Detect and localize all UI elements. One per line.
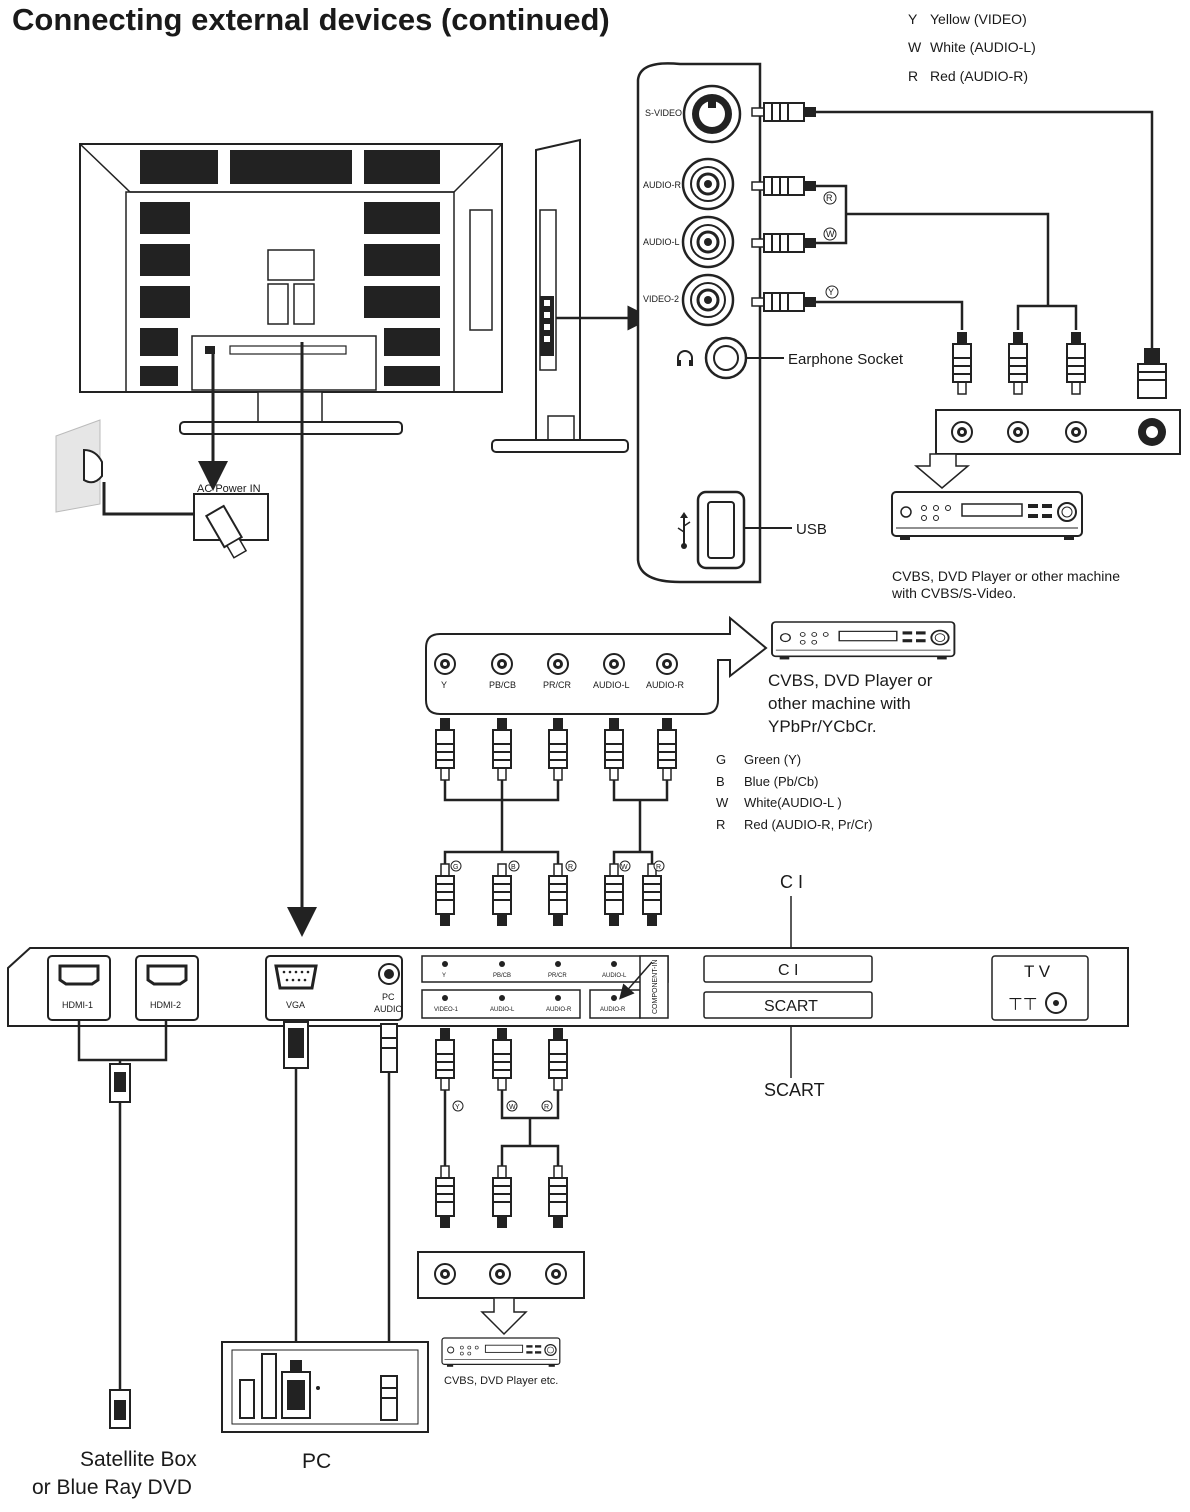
bottom-device-label: CVBS, DVD Player etc. xyxy=(444,1375,558,1387)
svg-text:AUDIO-R: AUDIO-R xyxy=(600,1007,626,1013)
svg-text:G: G xyxy=(716,752,726,767)
svg-text:White(AUDIO-L ): White(AUDIO-L ) xyxy=(744,795,842,810)
svg-text:Y: Y xyxy=(442,973,446,979)
legend-code: Y xyxy=(908,11,918,27)
tv-label: T V xyxy=(1024,962,1051,981)
svg-text:Red (AUDIO-R, Pr/Cr): Red (AUDIO-R, Pr/Cr) xyxy=(744,817,873,832)
svg-text:R: R xyxy=(568,864,573,871)
pc-audio-jack xyxy=(378,963,400,985)
svg-text:G: G xyxy=(453,864,458,871)
pc-label: PC xyxy=(302,1450,331,1473)
svg-text:B: B xyxy=(716,774,725,789)
svg-text:AUDIO-R: AUDIO-R xyxy=(546,1007,572,1013)
page-title: Connecting external devices (continued) xyxy=(12,2,610,37)
tv-side-illustration xyxy=(491,138,629,453)
audio-r-label: AUDIO-R xyxy=(643,180,682,190)
legend-code: W xyxy=(908,39,922,55)
ypbpr-jack-label: PR/CR xyxy=(543,680,572,690)
antenna-socket-icon xyxy=(1045,992,1067,1014)
ci-slot-label: C I xyxy=(778,962,798,979)
hdmi-plug xyxy=(109,1063,131,1429)
svg-text:PR/CR: PR/CR xyxy=(548,973,567,979)
legend-mid: G Green (Y) B Blue (Pb/Cb) W White(AUDIO… xyxy=(716,752,873,832)
cvbs-dvd-player xyxy=(891,491,1083,541)
ci-slot xyxy=(703,955,873,983)
cvbs-device-line1: CVBS, DVD Player or other machine xyxy=(892,568,1120,584)
svg-text:W: W xyxy=(621,864,628,871)
svideo-jack xyxy=(682,84,742,144)
ypbpr-jack-box xyxy=(425,615,768,715)
ypbpr-jack-label: AUDIO-R xyxy=(646,680,685,690)
svg-text:R: R xyxy=(716,817,725,832)
bottom-input-panel xyxy=(7,947,1129,1027)
ypbpr-jack-label: Y xyxy=(441,680,447,690)
svg-text:W: W xyxy=(716,795,729,810)
svg-text:Green (Y): Green (Y) xyxy=(744,752,801,767)
side-plugs: R W Y xyxy=(751,102,839,312)
svg-text:AUDIO-L: AUDIO-L xyxy=(490,1007,515,1013)
usb-icon xyxy=(677,512,691,549)
ac-plug xyxy=(204,504,248,559)
plug-mark: Y xyxy=(828,287,834,297)
svg-text:PB/CB: PB/CB xyxy=(493,973,511,979)
ypbpr-device-line2: other machine with xyxy=(768,694,911,713)
scart-slot-label: SCART xyxy=(764,998,818,1015)
audio-r-jack xyxy=(681,157,735,211)
satellite-label-line2: or Blue Ray DVD xyxy=(32,1476,192,1499)
svg-text:AUDIO-L: AUDIO-L xyxy=(602,973,627,979)
svideo-label: S-VIDEO xyxy=(645,108,682,118)
hdmi2-label: HDMI-2 xyxy=(150,1000,181,1010)
svg-text:R: R xyxy=(656,864,661,871)
legend-top: Y Yellow (VIDEO) W White (AUDIO-L) R Red… xyxy=(908,11,1036,84)
pc-audio-label: AUDIO xyxy=(374,1004,403,1014)
legend-text: Red (AUDIO-R) xyxy=(930,68,1028,84)
svg-text:B: B xyxy=(511,864,516,871)
tv-back-illustration xyxy=(79,143,503,435)
cvbs-jack-box xyxy=(913,409,1181,489)
video2-label: VIDEO-2 xyxy=(643,294,679,304)
legend-code: R xyxy=(908,68,918,84)
pc-audio-label: PC xyxy=(382,992,395,1002)
hdmi1-label: HDMI-1 xyxy=(62,1000,93,1010)
vga-label: VGA xyxy=(286,1000,305,1010)
earphone-label: Earphone Socket xyxy=(788,351,904,368)
svg-text:W: W xyxy=(509,1104,516,1111)
bottom-dvd-player xyxy=(441,1337,561,1368)
earphone-jack xyxy=(704,336,748,380)
scart-callout-label: SCART xyxy=(764,1080,825,1100)
ac-power-label: AC Power IN xyxy=(197,483,261,495)
plug-mark: W xyxy=(826,229,835,239)
satellite-label-line1: Satellite Box xyxy=(80,1448,197,1471)
ypbpr-device-line3: YPbPr/YCbCr. xyxy=(768,717,877,736)
wall-outlet xyxy=(55,419,103,513)
svg-text:R: R xyxy=(544,1104,549,1111)
headphone-icon xyxy=(677,350,693,364)
legend-text: White (AUDIO-L) xyxy=(930,39,1036,55)
ypbpr-jack-label: PB/CB xyxy=(489,680,516,690)
video2-jack xyxy=(681,273,735,327)
bottom-cvbs-jack-box xyxy=(417,1251,585,1336)
ypbpr-dvd-player xyxy=(771,621,956,661)
plug-mark: R xyxy=(826,193,833,203)
svg-text:Blue (Pb/Cb): Blue (Pb/Cb) xyxy=(744,774,818,789)
ypbpr-device-line1: CVBS, DVD Player or xyxy=(768,671,933,690)
tv-antenna-symbol: ⊤⊤ xyxy=(1008,995,1038,1014)
audio-l-label: AUDIO-L xyxy=(643,237,680,247)
audio-l-jack xyxy=(681,215,735,269)
legend-text: Yellow (VIDEO) xyxy=(930,11,1027,27)
usb-label: USB xyxy=(796,521,827,538)
ci-callout-label: C I xyxy=(780,872,803,892)
pc-illustration xyxy=(221,1341,429,1433)
side-input-panel: S-VIDEO AUDIO-R AUDIO-L VIDEO-2 xyxy=(636,62,792,584)
ypbpr-jack-label: AUDIO-L xyxy=(593,680,630,690)
scart-slot xyxy=(703,991,873,1019)
cvbs-device-line2: with CVBS/S-Video. xyxy=(891,585,1016,601)
svg-text:VIDEO-1: VIDEO-1 xyxy=(434,1007,459,1013)
component-in-label: COMPONENT-IN xyxy=(652,960,659,1014)
svg-text:Y: Y xyxy=(455,1104,460,1111)
